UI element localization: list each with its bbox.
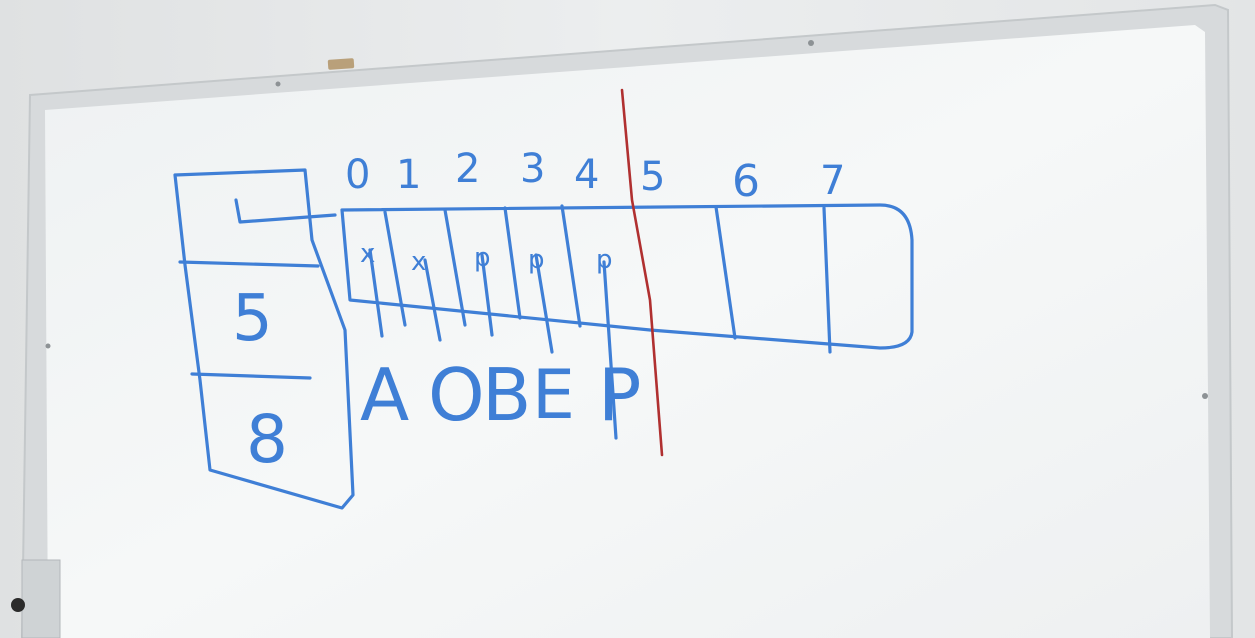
index-label: 7 (820, 158, 845, 204)
array-cell-divider (443, 208, 467, 327)
written-letters: A O B E P (360, 353, 641, 437)
written-letter: E (532, 356, 575, 435)
pointer-table-divider (190, 372, 312, 380)
pointer-table-value: 8 (246, 401, 288, 478)
stand-post (21, 559, 61, 638)
array-outline (340, 203, 914, 350)
written-letter: A (360, 353, 409, 437)
index-label: 1 (396, 152, 421, 198)
array-cell-divider (560, 204, 582, 328)
array-cell-divider (714, 205, 737, 340)
pointer-table-value: 5 (232, 282, 273, 356)
pointer-table-outline (173, 168, 355, 510)
cell-link-line (602, 260, 618, 440)
array-cell-divider (383, 210, 407, 327)
red-divider-line (620, 88, 664, 457)
cell-mark: x (411, 247, 426, 277)
cell-mark: p (528, 245, 545, 275)
written-letter: B (482, 353, 531, 437)
frame-screw (1202, 393, 1208, 399)
cell-link-line (480, 253, 494, 337)
cell-marks: x x p p p (360, 239, 613, 277)
frame-screw (275, 81, 281, 87)
index-labels: 0 1 2 3 4 5 6 7 (345, 146, 845, 207)
frame-screw (808, 40, 814, 46)
cell-mark: p (474, 243, 491, 273)
pointer-arrow (234, 198, 337, 224)
cell-link-line (423, 258, 442, 342)
written-letter: O (428, 353, 485, 437)
pointer-table-divider (178, 260, 320, 268)
array-cell-divider (503, 206, 522, 320)
index-label: 6 (732, 156, 760, 207)
index-label: 0 (345, 152, 370, 198)
index-label: 2 (455, 146, 480, 192)
frame-clip (327, 58, 355, 70)
written-letter: P (598, 353, 641, 437)
index-label: 4 (574, 152, 599, 198)
cell-mark: x (360, 239, 375, 269)
cell-link-line (534, 253, 554, 354)
marker-drawing (173, 168, 914, 510)
pointer-table-values: 5 8 (232, 282, 288, 478)
whiteboard-surface (45, 25, 1210, 638)
array-cell-divider (822, 206, 832, 354)
stand-wheel (11, 598, 25, 612)
cell-mark: p (596, 245, 613, 275)
frame-screw (45, 343, 51, 349)
cell-link-line (368, 248, 384, 338)
index-label: 3 (520, 146, 545, 192)
index-label: 5 (640, 154, 665, 200)
